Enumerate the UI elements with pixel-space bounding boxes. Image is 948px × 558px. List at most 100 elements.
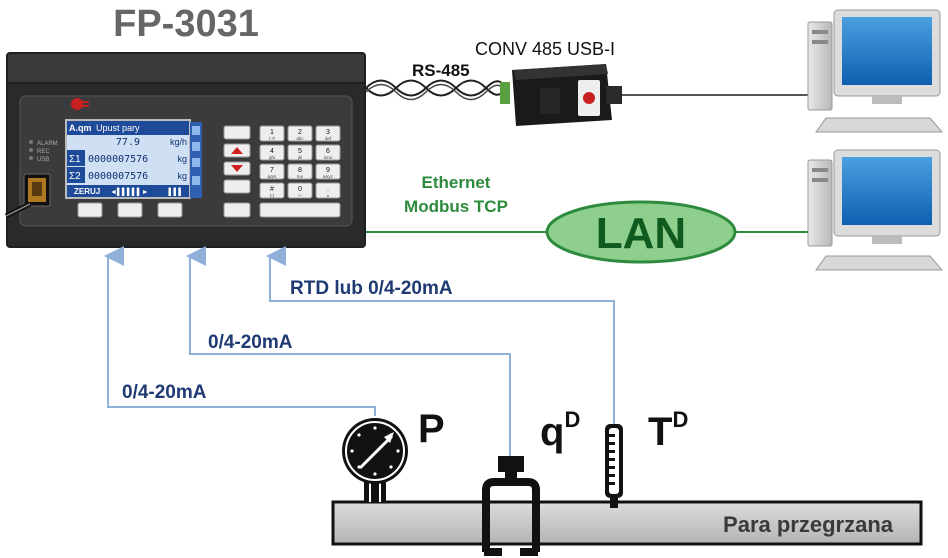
key-letters: (‹) bbox=[270, 193, 275, 198]
lcd-total2-unit: kg bbox=[177, 171, 187, 181]
key-digit: # bbox=[270, 186, 274, 193]
flow-symbol: q bbox=[540, 410, 564, 454]
key-letters: ± bbox=[327, 193, 330, 198]
key-digit: 0 bbox=[298, 186, 302, 193]
pressure-signal-line bbox=[104, 246, 376, 416]
rs485-label: RS-485 bbox=[412, 61, 470, 80]
key-letters: def bbox=[325, 136, 332, 141]
lcd-bottom-mid: ◄▌▌▌▌▌► bbox=[110, 187, 149, 197]
flow-superscript: D bbox=[564, 407, 580, 432]
pressure-signal-label: 0/4-20mA bbox=[122, 382, 207, 403]
lcd-title-prefix: A.qm bbox=[69, 123, 92, 133]
key-dot[interactable]: .± bbox=[315, 182, 341, 199]
key-digit: 1 bbox=[270, 129, 274, 136]
key-letters: abc bbox=[296, 136, 304, 141]
lan-label: LAN bbox=[596, 209, 686, 258]
key-letters: mno bbox=[324, 155, 333, 160]
key-hash[interactable]: #(‹) bbox=[259, 182, 285, 199]
converter-label: CONV 485 USB-I bbox=[475, 39, 615, 59]
key-digit: . bbox=[327, 186, 329, 193]
lcd-total1-symbol: Σ1 bbox=[69, 154, 81, 165]
key-digit: 8 bbox=[298, 167, 302, 174]
arrow-down-button[interactable] bbox=[223, 161, 251, 176]
temperature-superscript: D bbox=[672, 407, 688, 432]
arrow-down-icon bbox=[231, 165, 243, 172]
steam-pipe: Para przegrzana bbox=[331, 500, 923, 546]
key-letters: ghi bbox=[269, 155, 275, 160]
lcd-bottom-right: ▐▐▐ bbox=[166, 187, 181, 197]
nav-button-top[interactable] bbox=[223, 125, 251, 140]
led-rec-label: REC bbox=[37, 149, 50, 155]
signal-lines bbox=[104, 246, 615, 456]
key-digit: 9 bbox=[326, 167, 330, 174]
brand-logo bbox=[71, 98, 89, 110]
computer-1-icon bbox=[807, 9, 944, 133]
key-digit: 5 bbox=[298, 148, 302, 155]
memory-slot[interactable] bbox=[4, 173, 51, 219]
temperature-sensor-icon bbox=[605, 424, 623, 508]
ethernet-label: Ethernet bbox=[422, 173, 491, 192]
led-alarm-label: ALARM bbox=[37, 141, 58, 147]
key-letters: wxyz bbox=[323, 174, 334, 179]
nav-button-bottom[interactable] bbox=[223, 179, 251, 194]
key-0[interactable]: 0+- bbox=[287, 182, 313, 199]
lcd-total2-value: 0000007576 bbox=[88, 171, 148, 182]
modbus-tcp-label: Modbus TCP bbox=[404, 197, 508, 216]
softkey-1[interactable] bbox=[77, 202, 103, 218]
lcd-title: Upust pary bbox=[96, 123, 140, 133]
computer-2-icon bbox=[807, 149, 944, 271]
lcd-total1-unit: kg bbox=[177, 154, 187, 164]
lcd-total2-symbol: Σ2 bbox=[69, 171, 81, 182]
lcd-screen: A.qm Upust pary 77.9 kg/h Σ1 0000007576 … bbox=[65, 119, 191, 199]
key-digit: 2 bbox=[298, 129, 302, 136]
pressure-gauge-icon bbox=[342, 418, 408, 502]
device-model-title: FP-3031 bbox=[113, 3, 259, 45]
pressure-sensor-label: P bbox=[418, 407, 445, 451]
lcd-flow-value: 77.9 bbox=[116, 137, 140, 148]
lan-cloud: LAN bbox=[545, 200, 737, 264]
lcd-flow-unit: kg/h bbox=[170, 137, 187, 147]
rs485-twisted-pair bbox=[365, 79, 509, 101]
lcd-icon-strip bbox=[190, 122, 202, 198]
key-digit: 6 bbox=[326, 148, 330, 155]
key-digit: 4 bbox=[270, 148, 274, 155]
key-letters: tuv bbox=[297, 174, 304, 179]
enter-button[interactable] bbox=[223, 202, 251, 218]
flow-signal-label: 0/4-20mA bbox=[208, 332, 293, 353]
key-digit: 3 bbox=[326, 129, 330, 136]
flow-signal-line bbox=[186, 246, 511, 456]
fp3031-device: ALARM REC USB A.qm Upust pary 77.9 kg/h … bbox=[4, 52, 366, 248]
arrow-up-button[interactable] bbox=[223, 143, 251, 158]
key-digit: 7 bbox=[270, 167, 274, 174]
softkey-2[interactable] bbox=[117, 202, 143, 218]
flow-sensor-icon bbox=[482, 456, 540, 556]
lcd-softkey-label: ZERUJ bbox=[74, 187, 100, 196]
key-wide[interactable] bbox=[259, 202, 341, 218]
arrow-up-icon bbox=[231, 147, 243, 154]
temperature-symbol: T bbox=[648, 410, 672, 454]
key-1[interactable]: 1/.?! bbox=[259, 125, 285, 142]
key-letters: pqrs bbox=[268, 174, 278, 179]
temperature-signal-line bbox=[266, 246, 615, 424]
usb-converter bbox=[500, 64, 622, 126]
key-letters: +- bbox=[298, 193, 303, 198]
key-letters: /.?! bbox=[269, 136, 275, 141]
pipe-label: Para przegrzana bbox=[723, 512, 894, 537]
led-usb-label: USB bbox=[37, 157, 49, 163]
key-letters: jkl bbox=[297, 155, 302, 160]
flow-sensor-label: qD bbox=[540, 407, 580, 454]
status-leds: ALARM REC USB bbox=[29, 140, 58, 163]
temperature-signal-label: RTD lub 0/4-20mA bbox=[290, 278, 453, 299]
softkey-3[interactable] bbox=[157, 202, 183, 218]
temperature-sensor-label: TD bbox=[648, 407, 688, 454]
